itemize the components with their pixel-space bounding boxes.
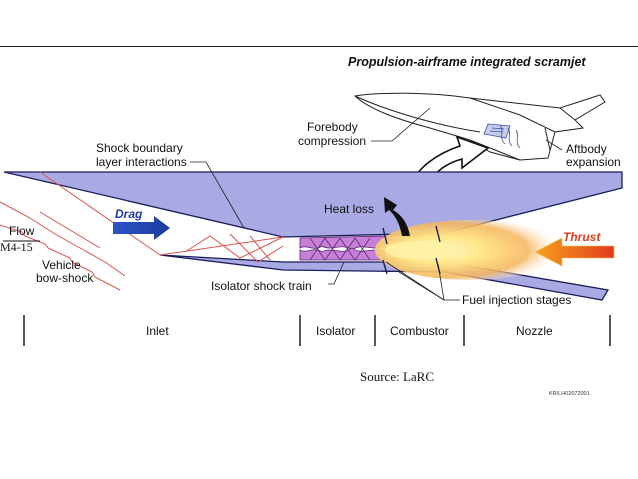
bow-shock-label-line1: Vehicle bbox=[42, 258, 81, 272]
isolator-leader bbox=[328, 261, 345, 285]
drag-arrow bbox=[113, 216, 170, 240]
heat-loss-label: Heat loss bbox=[324, 202, 374, 216]
thrust-label: Thrust bbox=[563, 230, 601, 244]
lower-cowl bbox=[159, 254, 610, 301]
section-isolator: Isolator bbox=[316, 324, 355, 338]
flame-plume bbox=[375, 220, 565, 280]
drag-label: Drag bbox=[115, 207, 143, 221]
forebody-label-line1: Forebody bbox=[307, 120, 358, 134]
forebody-label-line2: compression bbox=[298, 134, 366, 148]
flame-core bbox=[385, 241, 455, 259]
bow-shock-label-line2: bow-shock bbox=[36, 271, 94, 285]
flow-label: Flow bbox=[9, 224, 35, 238]
bow-shock-line bbox=[0, 224, 121, 291]
section-nozzle: Nozzle bbox=[516, 324, 553, 338]
aftbody-label-line1: Aftbody bbox=[566, 142, 607, 156]
shock-boundary-label-line2: layer interactions bbox=[96, 155, 187, 169]
isolator-shock-train-label: Isolator shock train bbox=[211, 279, 312, 293]
fuel-injection-leaders bbox=[385, 261, 460, 301]
shock-boundary-leader bbox=[190, 161, 245, 229]
inlet-shock-lines bbox=[0, 171, 284, 277]
fuel-injection-label: Fuel injection stages bbox=[462, 293, 571, 307]
forebody-leader bbox=[371, 107, 431, 142]
section-combustor: Combustor bbox=[390, 324, 449, 338]
aftbody-leader bbox=[545, 139, 563, 151]
top-banner bbox=[0, 0, 638, 47]
section-inlet: Inlet bbox=[146, 324, 169, 338]
figure-id: KR/LH02072001 bbox=[549, 391, 590, 397]
heat-loss-arrow bbox=[384, 197, 410, 236]
thrust-arrow bbox=[534, 237, 615, 267]
section-dividers bbox=[23, 315, 611, 346]
aftbody-label-line2: expansion bbox=[566, 155, 621, 169]
aircraft-sketch bbox=[353, 92, 606, 161]
mach-label: M4-15 bbox=[0, 240, 33, 254]
diagram-title: Propulsion-airframe integrated scramjet bbox=[348, 55, 586, 69]
isolator-shock-train bbox=[299, 235, 386, 261]
source-caption: Source: LaRC bbox=[360, 369, 434, 384]
shock-boundary-label-line1: Shock boundary bbox=[96, 141, 183, 155]
